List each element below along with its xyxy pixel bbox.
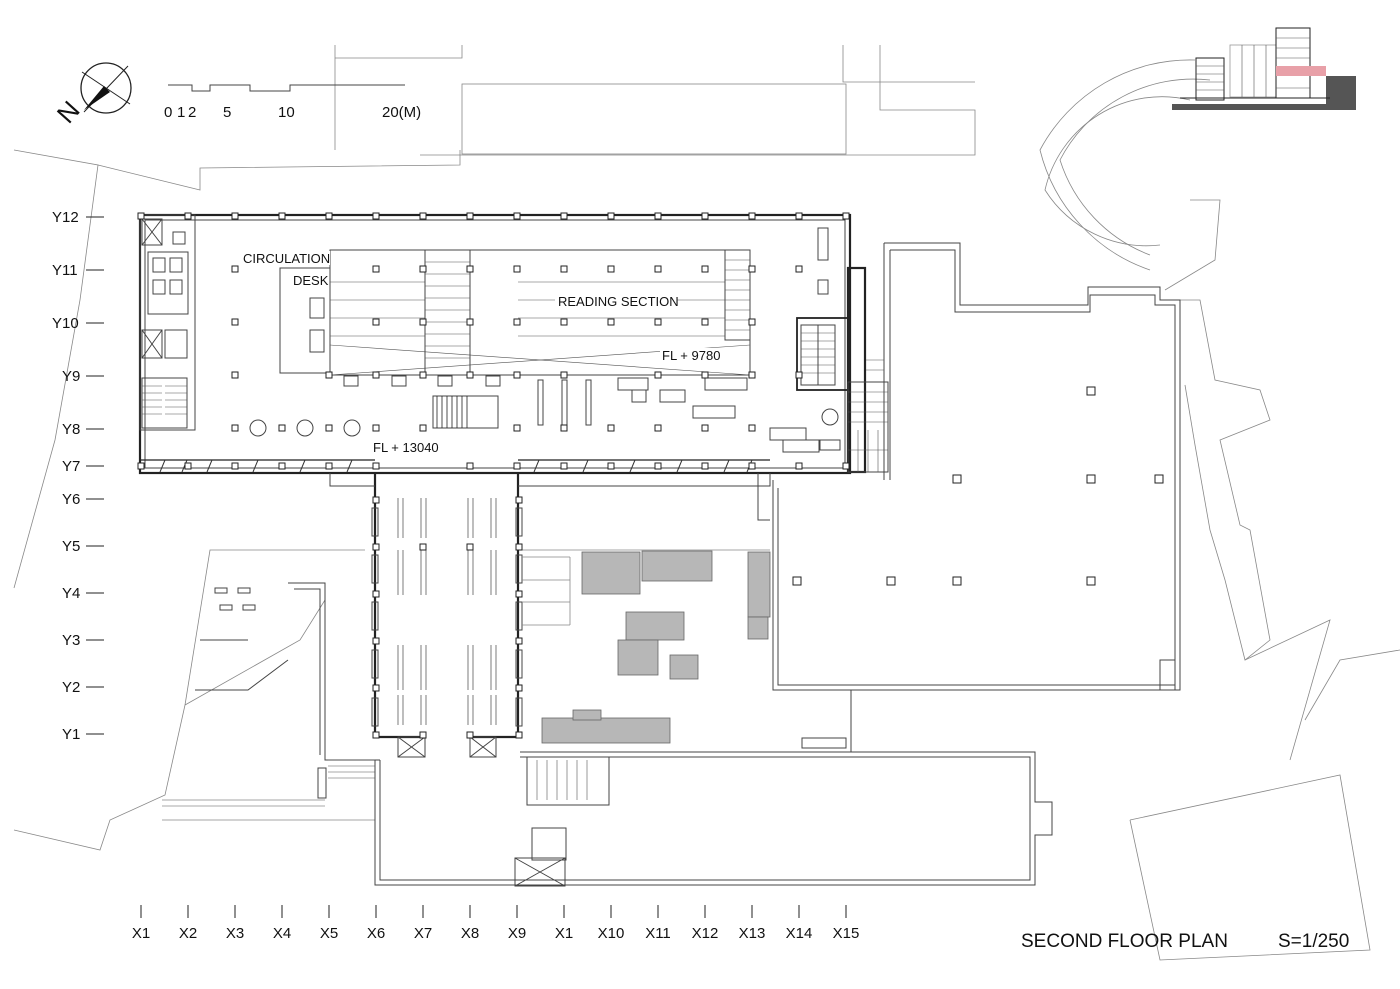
grid-label-y6: Y6 — [62, 491, 80, 508]
title-block: SECOND FLOOR PLAN S=1/250 — [1021, 931, 1349, 952]
scale-label-2: 2 — [188, 104, 196, 121]
grid-labels-y: Y12 Y11 Y10 Y9 Y8 Y7 Y6 Y5 Y4 Y3 Y2 Y1 — [52, 209, 80, 743]
reading-section-label: READING SECTION — [558, 294, 679, 309]
grid-label-x8: X8 — [461, 925, 479, 942]
grid-label-y12: Y12 — [52, 209, 79, 226]
grid-label-x10: X10 — [598, 925, 625, 942]
key-section-thumbnail — [1172, 27, 1356, 110]
grid-label-y10: Y10 — [52, 315, 79, 332]
grid-label-x7: X7 — [414, 925, 432, 942]
roof-garden — [522, 549, 771, 744]
grid-label-x5: X5 — [320, 925, 338, 942]
scale-label-20: 20(M) — [382, 104, 421, 121]
reading-section-void — [279, 249, 751, 429]
west-core — [139, 214, 196, 431]
south-facade-glazing — [159, 459, 753, 473]
grid-label-x2: X2 — [179, 925, 197, 942]
grid-label-x13: X13 — [739, 925, 766, 942]
room-labels: CIRCULATION DESK READING SECTION FL + 97… — [240, 251, 722, 455]
level-upper-label: FL + 9780 — [662, 348, 720, 363]
grid-label-y1: Y1 — [62, 726, 80, 743]
grid-ticks — [86, 216, 847, 918]
east-core — [796, 227, 889, 473]
grid-label-y9: Y9 — [62, 368, 80, 385]
scale-label-1: 1 — [177, 104, 185, 121]
grid-label-y2: Y2 — [62, 679, 80, 696]
scale-bar: 0 1 2 5 10 20(M) — [164, 84, 421, 121]
grid-labels-x: X1 X2 X3 X4 X5 X6 X7 X8 X9 X1 X10 X11 X1… — [132, 925, 860, 942]
grid-label-x6: X6 — [367, 925, 385, 942]
grid-label-y8: Y8 — [62, 421, 80, 438]
scale-label-5: 5 — [223, 104, 231, 121]
drawing-title: SECOND FLOOR PLAN — [1021, 931, 1228, 952]
main-building-walls — [138, 213, 867, 739]
grid-label-x14: X14 — [786, 925, 813, 942]
existing-building-east-columns — [792, 386, 1164, 586]
grid-label-x9: X9 — [508, 925, 526, 942]
grid-label-x1: X1 — [132, 925, 150, 942]
grid-label-y7: Y7 — [62, 458, 80, 475]
grid-label-x1-second: X1 — [555, 925, 573, 942]
key-highlight-floor — [1276, 66, 1326, 76]
grid-label-x15: X15 — [833, 925, 860, 942]
grid-label-x11: X11 — [645, 925, 671, 942]
stacks-wing — [371, 498, 523, 758]
grid-label-y5: Y5 — [62, 538, 80, 555]
grid-label-y11: Y11 — [52, 262, 78, 279]
scale-label-10: 10 — [278, 104, 295, 121]
grid-label-y4: Y4 — [62, 585, 80, 602]
grid-label-x3: X3 — [226, 925, 244, 942]
west-wing — [162, 582, 380, 807]
desk-label: DESK — [293, 273, 329, 288]
north-letter: N — [51, 95, 86, 129]
north-arrow-icon: N — [51, 62, 132, 129]
circulation-label: CIRCULATION — [243, 251, 330, 266]
grid-label-x12: X12 — [692, 925, 719, 942]
level-lower-label: FL + 13040 — [373, 440, 439, 455]
existing-building-south — [374, 690, 1053, 887]
scale-label-0: 0 — [164, 104, 172, 121]
grid-label-y3: Y3 — [62, 632, 80, 649]
lobby-furniture — [249, 375, 841, 453]
existing-building-east — [772, 242, 1181, 691]
drawing-scale: S=1/250 — [1278, 931, 1349, 952]
columns — [137, 212, 850, 739]
grid-label-x4: X4 — [273, 925, 291, 942]
site-context — [13, 45, 1400, 961]
